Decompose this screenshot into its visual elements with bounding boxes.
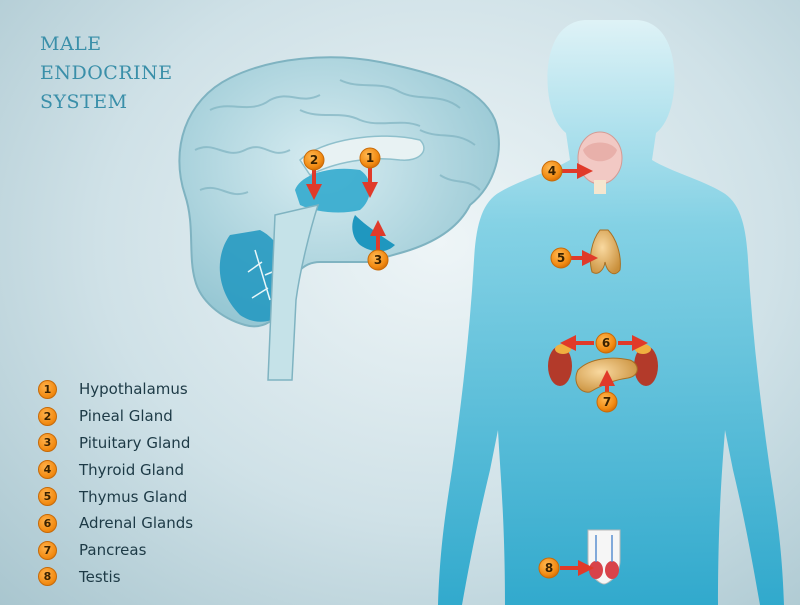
svg-text:7: 7 (603, 395, 611, 409)
svg-text:1: 1 (366, 151, 374, 165)
legend-label: Thymus Gland (79, 487, 188, 506)
legend-item-hypothalamus: 1 Hypothalamus (38, 376, 193, 403)
marker-8: 8 (538, 557, 560, 579)
svg-text:3: 3 (374, 253, 382, 267)
marker-4: 4 (541, 160, 563, 182)
svg-text:8: 8 (545, 561, 553, 575)
marker-2: 2 (303, 149, 325, 171)
legend-label: Thyroid Gland (79, 460, 185, 479)
body-silhouette (438, 20, 784, 605)
legend-number: 3 (38, 433, 57, 453)
legend-number: 4 (38, 460, 57, 480)
legend-label: Pineal Gland (79, 407, 173, 426)
legend: 1 Hypothalamus 2 Pineal Gland 3 Pituitar… (38, 376, 193, 590)
svg-text:6: 6 (602, 336, 610, 350)
svg-text:4: 4 (548, 164, 556, 178)
legend-item-testis: 8 Testis (38, 564, 193, 591)
legend-number: 5 (38, 487, 57, 507)
marker-6: 6 (595, 332, 617, 354)
legend-item-pancreas: 7 Pancreas (38, 537, 193, 564)
legend-number: 8 (38, 567, 57, 587)
legend-label: Pancreas (79, 541, 147, 560)
svg-text:2: 2 (310, 153, 318, 167)
brain-cross-section (178, 56, 500, 381)
legend-item-thyroid: 4 Thyroid Gland (38, 456, 193, 483)
arrows (306, 163, 648, 576)
title-line-2: ENDOCRINE (40, 62, 173, 84)
marker-3: 3 (367, 249, 389, 271)
legend-number: 1 (38, 379, 57, 399)
title-line-3: SYSTEM (40, 91, 128, 113)
legend-item-pineal: 2 Pineal Gland (38, 403, 193, 430)
legend-label: Pituitary Gland (79, 433, 191, 452)
diagram-title: MALE ENDOCRINE SYSTEM (40, 30, 173, 117)
svg-text:5: 5 (557, 251, 565, 265)
legend-number: 2 (38, 406, 57, 426)
legend-item-adrenal: 6 Adrenal Glands (38, 510, 193, 537)
legend-item-pituitary: 3 Pituitary Gland (38, 430, 193, 457)
marker-7: 7 (596, 391, 618, 413)
legend-label: Testis (79, 567, 121, 586)
legend-number: 6 (38, 513, 57, 533)
testis (587, 529, 621, 585)
legend-label: Adrenal Glands (79, 514, 194, 533)
legend-number: 7 (38, 540, 57, 560)
legend-label: Hypothalamus (79, 380, 188, 399)
title-line-1: MALE (40, 33, 102, 55)
legend-item-thymus: 5 Thymus Gland (38, 483, 193, 510)
marker-5: 5 (550, 247, 572, 269)
marker-1: 1 (359, 147, 381, 169)
